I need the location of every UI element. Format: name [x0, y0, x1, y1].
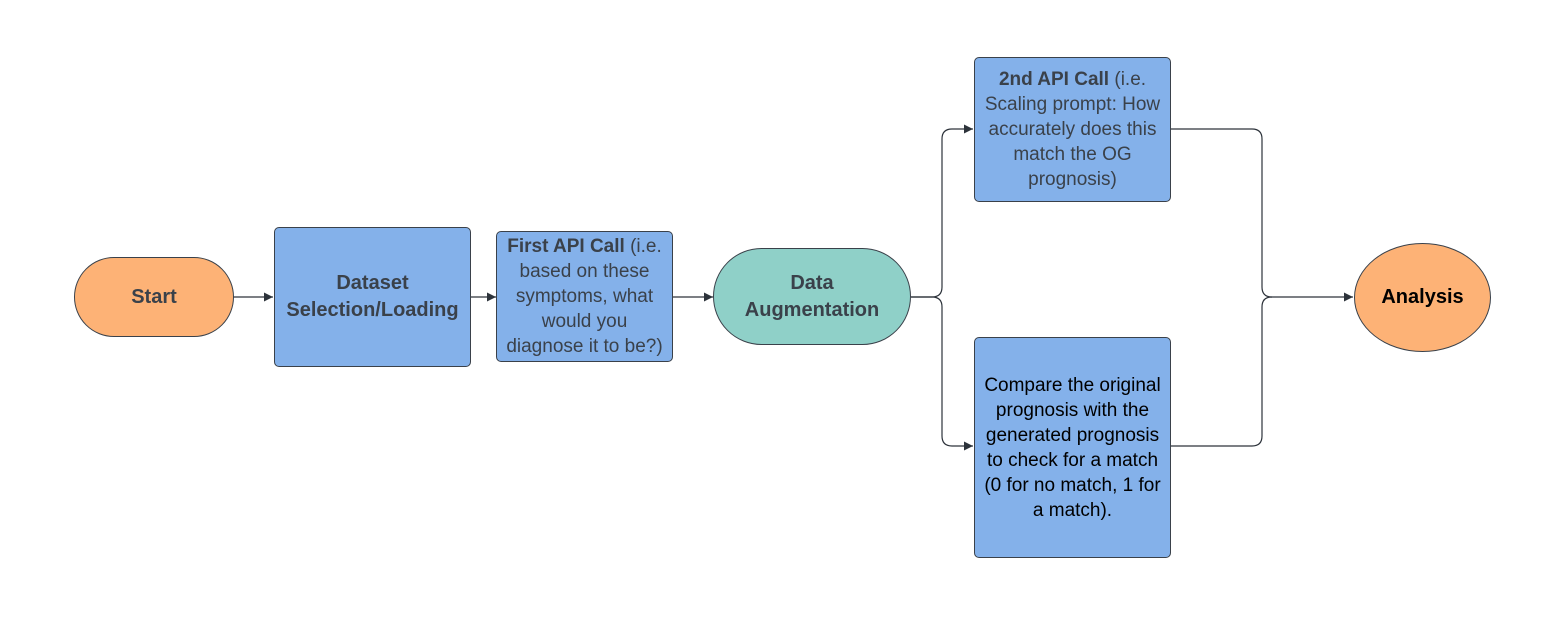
- data-augmentation-node: Data Augmentation: [713, 248, 911, 345]
- start-node: Start: [74, 257, 234, 337]
- compare-prognosis-node: Compare the original prognosis with the …: [974, 337, 1171, 558]
- first-api-call-label: First API Call (i.e. based on these symp…: [501, 234, 668, 359]
- first-api-call-node: First API Call (i.e. based on these symp…: [496, 231, 673, 362]
- augmentation-label-line1: Data: [790, 271, 834, 294]
- second-api-call-description: (i.e. Scaling prompt: How accurately doe…: [984, 69, 1161, 190]
- dataset-label-line1: Dataset: [336, 272, 409, 294]
- augmentation-label-line2: Augmentation: [744, 298, 880, 321]
- analysis-node: Analysis: [1354, 243, 1491, 352]
- start-label: Start: [131, 285, 177, 308]
- compare-prognosis-label: Compare the original prognosis with the …: [984, 374, 1161, 521]
- arrow-second-api-to-analysis: [1170, 128, 1353, 302]
- arrow-augmentation-to-compare: [911, 296, 973, 451]
- dataset-label: Dataset Selection/Loading: [286, 270, 458, 324]
- augmentation-label: Data Augmentation: [745, 270, 879, 324]
- first-api-call-title: First API Call: [507, 236, 625, 257]
- dataset-label-line2: Selection/Loading: [286, 299, 459, 321]
- second-api-call-node: 2nd API Call (i.e. Scaling prompt: How a…: [974, 57, 1171, 202]
- second-api-call-title: 2nd API Call: [998, 69, 1110, 90]
- analysis-label: Analysis: [1381, 286, 1464, 308]
- dataset-selection-node: Dataset Selection/Loading: [274, 227, 471, 367]
- arrow-compare-to-analysis: [1170, 296, 1273, 447]
- arrow-augmentation-to-second-api: [911, 124, 973, 298]
- first-api-call-description: (i.e. based on these symptoms, what woul…: [506, 236, 663, 357]
- second-api-call-label: 2nd API Call (i.e. Scaling prompt: How a…: [981, 67, 1164, 192]
